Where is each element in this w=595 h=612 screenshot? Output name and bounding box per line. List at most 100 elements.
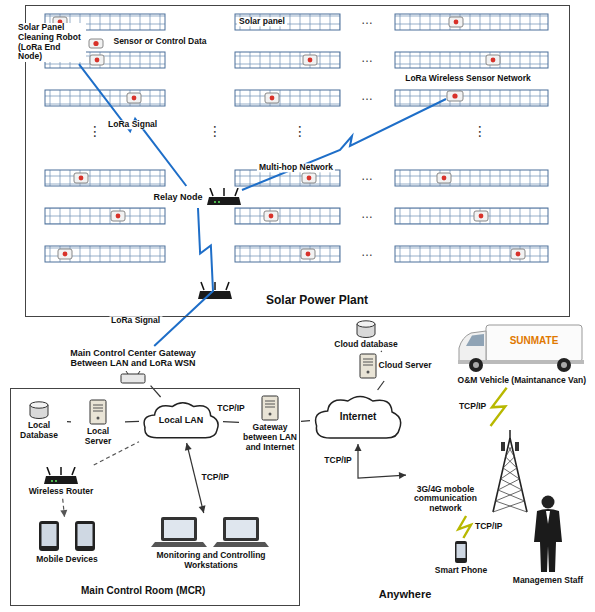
icon-wrap xyxy=(528,494,568,574)
robot-marker xyxy=(447,91,463,101)
region-title: Solar Power Plant xyxy=(266,294,368,308)
server-node: Cloud Server xyxy=(352,353,438,379)
icon-wrap xyxy=(359,353,377,379)
node-label: Relay Node xyxy=(151,192,204,202)
solar-panels xyxy=(45,14,548,262)
control-room-region: Main Control Room (MCR)Local DatabaseLoc… xyxy=(10,388,300,606)
server-icon xyxy=(261,395,279,421)
node-label: Smart Phone xyxy=(435,566,487,576)
node-label: 3G/4G mobole communication network xyxy=(409,485,483,514)
arrow-head xyxy=(399,472,406,479)
network-link xyxy=(125,421,139,423)
node-label: Local LAN xyxy=(159,415,204,425)
tower-icon xyxy=(485,428,535,514)
edge-label: TCP/IP xyxy=(322,456,353,465)
icon-wrap xyxy=(44,467,78,485)
network-label: LoRa Wireless Sensor Network xyxy=(403,74,533,83)
edge-label: TCP/IP xyxy=(457,402,488,411)
server-node: Local Server xyxy=(73,399,123,447)
arrow-head xyxy=(199,505,206,513)
network-link xyxy=(67,421,71,422)
wireless-link xyxy=(79,64,186,186)
database-icon xyxy=(355,320,377,338)
van-brand: SUNMATE xyxy=(510,335,559,346)
ellipsis: … xyxy=(361,90,373,103)
icon-wrap xyxy=(454,540,468,564)
node-label: Cloud database xyxy=(334,340,397,350)
plant-region: Solar Power PlantSolar Panel Cleaning Ro… xyxy=(25,5,570,317)
vertical-ellipsis: ⋮ xyxy=(293,124,307,139)
icon-wrap xyxy=(456,322,586,374)
icon-wrap xyxy=(207,188,241,206)
workstations-node: Monitoring and Controlling Workstations xyxy=(131,515,291,571)
wireless-link xyxy=(458,516,471,538)
wireless-link xyxy=(491,388,507,426)
database-node: Cloud database xyxy=(330,320,402,350)
node-label: O&M Vehicle (Maintanance Van) xyxy=(456,376,586,386)
icon-wrap xyxy=(89,399,107,425)
vertical-ellipsis: ⋮ xyxy=(88,124,102,139)
tower-node: 3G/4G mobole communication network xyxy=(408,428,535,514)
icon-wrap xyxy=(35,519,99,553)
lan-cloud: Local LAN xyxy=(141,399,221,441)
staff-node: Managemen Staff xyxy=(505,494,591,586)
phone-node: Smart Phone xyxy=(430,540,492,576)
server-icon xyxy=(359,353,377,379)
robot-icon xyxy=(88,37,104,49)
link-label: Multi-hop Network xyxy=(257,163,335,172)
network-link xyxy=(301,420,310,422)
node-label: Internet xyxy=(340,411,377,423)
ellipsis: … xyxy=(361,14,373,27)
server-icon xyxy=(89,399,107,425)
node-label: Main Control Center Gateway Between LAN … xyxy=(58,348,208,369)
relay-node: Relay Node xyxy=(149,188,243,206)
panel-label: Solar panel xyxy=(237,17,287,26)
vertical-ellipsis: ⋮ xyxy=(208,124,222,139)
network-link xyxy=(358,444,406,478)
node-label: Gateway between LAN and Internet xyxy=(241,423,299,452)
wireless-link xyxy=(154,208,213,346)
node-label: Monitoring and Controlling Workstations xyxy=(141,551,281,571)
arrow-head xyxy=(355,444,362,451)
node-label: Local Server xyxy=(73,427,123,447)
edge-label: LoRa Signal xyxy=(106,120,159,129)
database-icon xyxy=(28,401,50,419)
mobile-devices-node: Mobile Devices xyxy=(17,519,117,565)
ellipsis: … xyxy=(361,170,373,183)
ellipsis: … xyxy=(361,208,373,221)
database-node: Local Database xyxy=(13,401,65,441)
router-node: Wireless Router xyxy=(21,467,101,497)
vehicle-node: O&M Vehicle (Maintanance Van) xyxy=(452,322,590,386)
robot-node: Solar Panel Cleaning Robot (LoRa End Nod… xyxy=(4,23,116,62)
network-link xyxy=(223,421,239,423)
smart-phone-icon xyxy=(454,540,468,564)
node-label: Managemen Staff xyxy=(513,576,583,586)
icon-wrap xyxy=(28,401,50,419)
arrow-head xyxy=(185,443,192,451)
gateway-node: Gateway between LAN and Internet xyxy=(241,395,299,452)
node-label: Local Database xyxy=(13,421,65,441)
ellipsis: … xyxy=(361,246,373,259)
gateway-icon xyxy=(120,371,146,384)
vertical-ellipsis: ⋮ xyxy=(473,124,487,139)
icon-wrap xyxy=(261,395,279,421)
router-icon xyxy=(44,467,78,485)
location-label: Anywhere xyxy=(379,588,432,600)
icon-wrap xyxy=(485,428,535,514)
icon-wrap xyxy=(355,320,377,338)
icon-wrap xyxy=(151,515,271,549)
icon-wrap xyxy=(88,37,104,49)
person-icon xyxy=(528,494,568,574)
edge-label: TCP/IP xyxy=(199,473,230,482)
icon-wrap xyxy=(120,371,146,384)
multi-hop-link xyxy=(242,99,446,190)
network-link xyxy=(378,381,385,390)
node-label: Solar Panel Cleaning Robot (LoRa End Nod… xyxy=(16,23,86,62)
node-label: Mobile Devices xyxy=(36,555,97,565)
edge-label: TCP/IP xyxy=(215,404,246,413)
edge-label: TCP/IP xyxy=(473,522,504,531)
data-label: Sensor or Control Data xyxy=(111,37,208,46)
router-icon xyxy=(207,188,241,206)
gateway-node: Main Control Center Gateway Between LAN … xyxy=(28,348,238,384)
